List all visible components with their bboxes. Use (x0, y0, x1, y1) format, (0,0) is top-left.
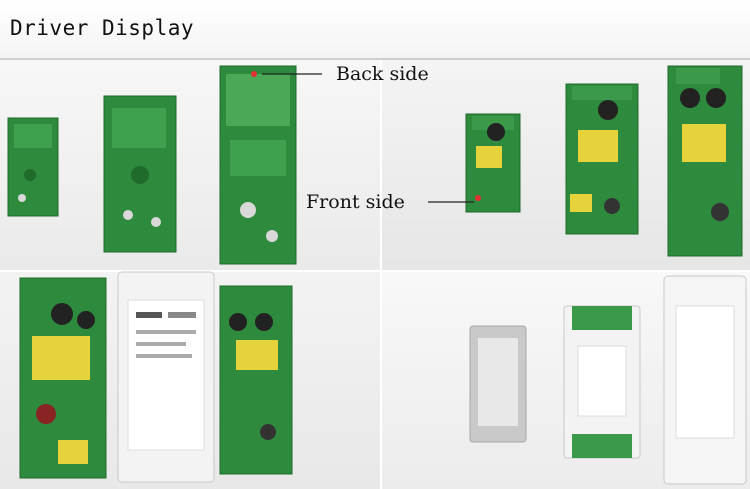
pcb-small-front (465, 113, 521, 213)
pcb-medium-front (565, 83, 639, 235)
pcb-large-back (219, 65, 297, 265)
pcb-open-short (219, 285, 293, 475)
photo-panel-pcb-back (0, 60, 380, 270)
pcb-large-front (667, 65, 743, 257)
driver-enclosed-medium (563, 305, 641, 459)
front-side-label: Front side (306, 191, 405, 213)
page-title: Driver Display (10, 16, 195, 40)
driver-enclosed-small (469, 325, 527, 443)
pcb-open-tall (19, 277, 107, 479)
driver-enclosed-large (663, 275, 747, 485)
header-bar: Driver Display (0, 0, 750, 60)
pcb-small-back (7, 117, 59, 217)
pcb-medium-back (103, 95, 177, 253)
driver-housing-white-label (117, 271, 215, 483)
back-side-label: Back side (336, 63, 429, 85)
